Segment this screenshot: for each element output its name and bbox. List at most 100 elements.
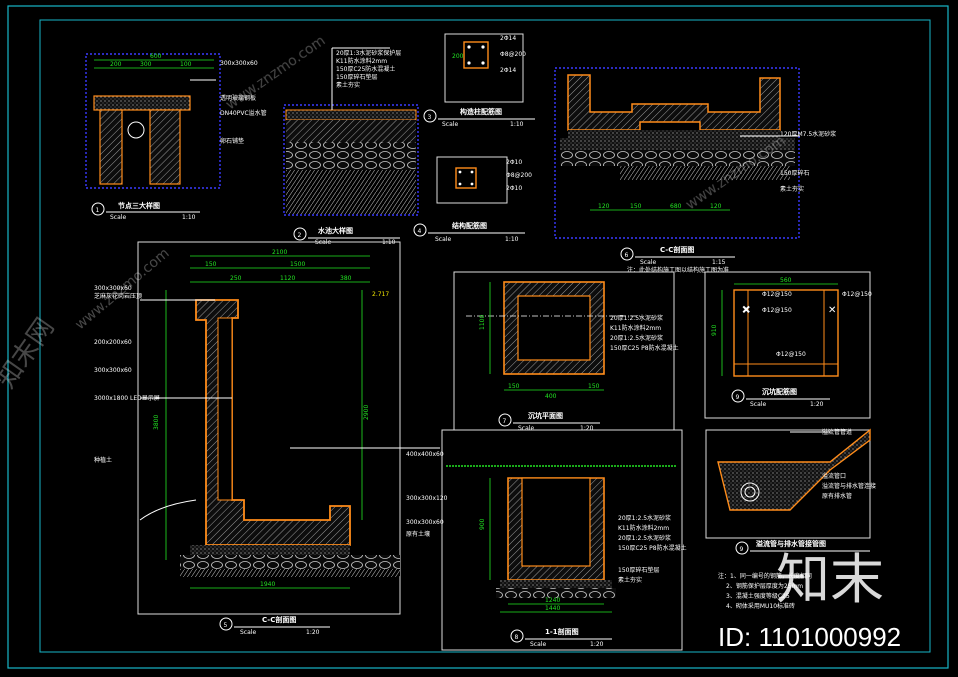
- detail-6-viewport: [554, 67, 800, 239]
- detail-number: 3: [428, 114, 432, 121]
- note: 400x400x60: [406, 451, 444, 458]
- rebar-cage: [733, 289, 839, 377]
- detail-3: 200 2Φ14 Φ8@200 2Φ14 3 构造柱配筋图 Scale 1:10: [423, 33, 535, 128]
- dim-text: 150: [508, 383, 520, 390]
- watermark-site: www.znzmo.com: [223, 33, 328, 113]
- rebar-label: Φ12@150: [762, 291, 792, 298]
- detail-9-pipe: 溢流管管道 溢流管口 溢流管与排水管连接 原有排水管 9 溢流管与排水管接管图: [705, 428, 876, 555]
- dim-text: 1440: [545, 605, 560, 612]
- dim-text: 910: [711, 324, 718, 336]
- scale-label: Scale: [640, 259, 656, 266]
- note: 溢流管与排水管连接: [822, 482, 876, 490]
- detail-marker: [219, 617, 233, 631]
- pit-gravel: [496, 588, 616, 598]
- section-gravel: [560, 150, 795, 166]
- rebar-label: 2Φ10: [506, 185, 522, 192]
- dim-text: 200: [110, 61, 122, 68]
- section-layer: [560, 138, 795, 150]
- note: 150厚C25 P8防水混凝土: [610, 344, 679, 352]
- rebar-label: Φ12@150: [776, 351, 806, 358]
- scale-label: Scale: [530, 641, 546, 648]
- scale-value: 1:15: [712, 259, 726, 266]
- rebar-label: 2Φ10: [506, 159, 522, 166]
- scale-label: Scale: [240, 629, 256, 636]
- detail-marker: [91, 202, 105, 216]
- rebar-label: Φ8@200: [506, 172, 532, 179]
- note: K11防水涂料2mm: [336, 57, 387, 65]
- note: 原有排水管: [822, 492, 852, 500]
- note: 20厚1:2.5水泥砂浆: [618, 514, 671, 522]
- note: K11防水涂料2mm: [610, 324, 661, 332]
- detail-title: 沉坑平面图: [528, 411, 563, 420]
- detail-marker: [731, 389, 745, 403]
- dim-text: 380: [340, 275, 352, 282]
- dim-text: 150: [205, 261, 217, 268]
- detail-marker: [510, 629, 524, 643]
- detail-title: 节点三大样图: [118, 201, 160, 210]
- detail-title: 溢流管与排水管接管图: [756, 539, 826, 548]
- dim-text: 120: [598, 203, 610, 210]
- drawing-frame: [39, 19, 931, 653]
- scale-value: 1:20: [810, 401, 824, 408]
- pit-void: [521, 477, 591, 567]
- detail-number: 4: [418, 228, 422, 235]
- layer-concrete: [286, 120, 416, 142]
- dim-text: 100: [180, 61, 192, 68]
- detail-1: 600 200 300 100 300x300x60 透明玻璃钢板 DN40PV…: [85, 53, 267, 221]
- detail-title: 沉坑配筋图: [762, 387, 797, 396]
- level-mark: 2.717: [372, 291, 389, 298]
- section-earth: [620, 166, 790, 180]
- pipe-body: [717, 428, 871, 511]
- note: 150厚碎石垫层: [336, 73, 377, 81]
- pipe-outlet: [740, 482, 760, 502]
- wall-section: [99, 109, 123, 185]
- dim-text: 150: [630, 203, 642, 210]
- detail-1-viewport: [85, 53, 221, 189]
- dim-text: 300: [140, 61, 152, 68]
- detail-4: 2Φ10 Φ8@200 2Φ10 4 结构配筋图 Scale 1:10: [413, 156, 532, 243]
- pit-inner: [517, 295, 591, 361]
- dim-text: 120: [710, 203, 722, 210]
- sheet-border: [7, 5, 949, 669]
- note: 素土夯实: [336, 81, 360, 89]
- note: 150厚碎石垫层: [618, 566, 659, 574]
- cross-mark: ✕: [828, 305, 836, 316]
- detail-marker: [498, 413, 512, 427]
- dim-text: 900: [479, 518, 486, 530]
- note-line: 注：1、同一编号的钢筋，长度相同: [718, 572, 812, 580]
- rebar-label: Φ8@200: [500, 51, 526, 58]
- note: 150厚C25防水混凝土: [336, 65, 395, 73]
- detail-5-frame: [137, 241, 401, 615]
- dim-text: 400: [545, 393, 557, 400]
- note-line: 2、钢筋保护层厚度为25mm: [726, 582, 803, 590]
- note: K11防水涂料2mm: [618, 524, 669, 532]
- detail-3-frame: [444, 33, 524, 103]
- note: 300x300x120: [406, 495, 448, 502]
- watermark-logo: 知末: [776, 548, 884, 611]
- cross-mark: ✕: [742, 305, 750, 316]
- detail-title: 1-1剖面图: [545, 627, 579, 636]
- dim-text: 3800: [153, 415, 160, 430]
- pit-base: [500, 580, 612, 588]
- detail-marker: [413, 223, 427, 237]
- note: 溢流管管道: [822, 428, 852, 436]
- scale-value: 1:10: [182, 214, 196, 221]
- leader-notes: 300x300x60 芝麻灰花岗岩压顶 200x200x60 300x300x6…: [94, 285, 448, 538]
- note: 200x200x60: [94, 339, 132, 346]
- detail-6: 120 150 680 120 120厚M7.5水泥砂浆 150厚碎石 素土夯实…: [554, 67, 836, 274]
- detail-marker: [423, 109, 437, 123]
- note-line: 4、砌体采用MU10标准砖: [726, 602, 795, 610]
- scale-value: 1:10: [505, 236, 519, 243]
- base-earth: [180, 569, 400, 577]
- rebar-label: 2Φ14: [500, 67, 516, 74]
- detail-8-frame: [441, 429, 683, 651]
- detail-2: 20厚1:3水泥砂浆保护层 K11防水涂料2mm 150厚C25防水混凝土 15…: [283, 47, 419, 246]
- note: 20厚1:2.5水泥砂浆: [610, 334, 663, 342]
- note: 150厚碎石: [780, 169, 809, 177]
- detail-9-rebar: ✕ ✕ Φ12@150 Φ12@150 Φ12@150 Φ12@150 560 …: [704, 271, 872, 419]
- detail-9b-frame: [705, 429, 871, 539]
- note: 300x300x60: [220, 60, 258, 67]
- detail-number: 2: [298, 232, 302, 239]
- note: 透明玻璃钢板: [220, 94, 256, 102]
